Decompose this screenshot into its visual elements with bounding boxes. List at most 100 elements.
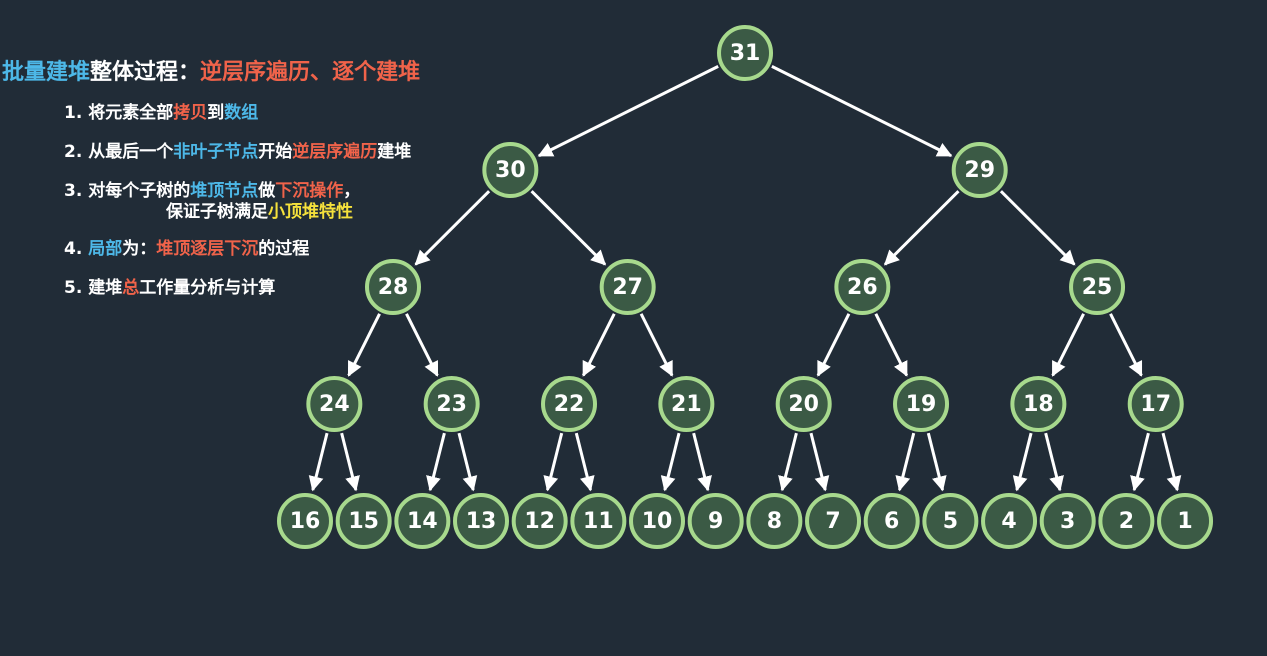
tree-node-circle xyxy=(658,376,715,432)
edge-31-to-30 xyxy=(537,65,719,158)
edge-29-to-26 xyxy=(883,190,960,266)
step-3-text-4: 下沉操作 xyxy=(275,181,344,201)
edge-20-to-8 xyxy=(778,432,798,492)
tree-node-circle xyxy=(687,493,744,549)
tree-node-circle xyxy=(1069,259,1126,315)
tree-node-circle xyxy=(423,376,480,432)
step-2-text-5: 建堆 xyxy=(377,142,412,162)
edge-19-to-5 xyxy=(926,432,947,492)
tree-node-circle xyxy=(335,493,392,549)
tree-node-19: 19 xyxy=(893,376,950,432)
tree-node-12: 12 xyxy=(511,493,568,549)
step-5-text-2: 总 xyxy=(122,278,140,298)
tree-node-circle xyxy=(277,493,333,549)
step-1: 1. 将元素全部拷贝到数组 xyxy=(64,98,258,123)
heading-part5: 逐个建堆 xyxy=(332,60,421,85)
tree-node-30: 30 xyxy=(482,142,539,198)
tree-node-label: 3 xyxy=(1060,509,1075,534)
tree-node-label: 13 xyxy=(466,509,497,534)
edge-19-to-6 xyxy=(895,432,916,492)
step-3-text-5: ， xyxy=(343,181,361,201)
tree-node-label: 9 xyxy=(708,509,723,534)
heading: 批量建堆整体过程：逆层序遍历、逐个建堆 xyxy=(2,54,420,86)
step-3-text-2: 堆顶节点 xyxy=(190,181,259,201)
tree-node-label: 12 xyxy=(524,509,555,534)
step-3-continued: 保证子树满足小顶堆特性 xyxy=(166,197,353,222)
step-5-text-1: 5. 建堆 xyxy=(64,278,123,298)
edge-21-to-10 xyxy=(660,432,681,492)
tree-node-label: 5 xyxy=(943,509,958,534)
tree-node-circle xyxy=(805,493,862,549)
edge-17-to-2 xyxy=(1130,432,1150,492)
edge-29-to-25 xyxy=(999,190,1076,266)
step-4-text-5: 的过程 xyxy=(258,239,310,259)
heading-part3: 逆层序遍历 xyxy=(200,60,311,85)
edge-27-to-21 xyxy=(639,313,674,377)
tree-node-label: 24 xyxy=(319,392,350,417)
tree-node-circle xyxy=(1157,493,1214,549)
tree-node-label: 26 xyxy=(847,275,878,300)
step-2-text-3: 开始 xyxy=(258,142,293,162)
tree-node-28: 28 xyxy=(365,259,422,315)
edge-20-to-7 xyxy=(809,432,830,492)
tree-node-1: 1 xyxy=(1157,493,1214,549)
edge-28-to-24 xyxy=(347,313,381,377)
tree-node-31: 31 xyxy=(717,25,774,81)
step-3-text-1: 3. 对每个子树的 xyxy=(64,181,191,201)
edge-28-to-23 xyxy=(405,313,439,377)
tree-node-26: 26 xyxy=(834,259,891,315)
step-2-text-2: 非叶子节点 xyxy=(173,142,259,162)
tree-node-14: 14 xyxy=(394,493,451,549)
tree-node-circle xyxy=(599,259,656,315)
tree-node-6: 6 xyxy=(863,493,920,549)
tree-node-3: 3 xyxy=(1039,493,1096,549)
heading-part4: 、 xyxy=(310,60,333,85)
edge-31-to-29 xyxy=(771,65,953,158)
step-1-text-2: 拷贝 xyxy=(173,103,208,123)
tree-node-16: 16 xyxy=(277,493,333,549)
tree-node-label: 15 xyxy=(348,509,379,534)
edge-24-to-15 xyxy=(340,432,360,492)
tree-node-circle xyxy=(717,25,774,81)
step-5-text-3: 工作量分析与计算 xyxy=(139,278,276,298)
tree-node-circle xyxy=(511,493,568,549)
tree-node-circle xyxy=(306,376,363,432)
tree-node-label: 10 xyxy=(642,509,673,534)
tree-node-circle xyxy=(365,259,422,315)
edge-25-to-18 xyxy=(1051,313,1085,377)
edge-18-to-3 xyxy=(1044,432,1064,492)
step-4: 4. 局部为：堆顶逐层下沉的过程 xyxy=(64,234,309,259)
tree-node-label: 27 xyxy=(612,275,643,300)
tree-node-label: 11 xyxy=(583,509,614,534)
tree-node-circle xyxy=(1098,493,1155,549)
step-2: 2. 从最后一个非叶子节点开始逆层序遍历建堆 xyxy=(64,137,411,162)
tree-node-circle xyxy=(981,493,1038,549)
edge-23-to-14 xyxy=(426,432,446,492)
step-4-text-3: 为： xyxy=(122,239,157,259)
tree-node-label: 22 xyxy=(554,392,585,417)
edge-30-to-28 xyxy=(414,190,491,266)
step-3b-text-1: 保证子树满足 xyxy=(166,202,268,222)
tree-node-label: 16 xyxy=(290,509,321,534)
edge-23-to-13 xyxy=(457,432,478,492)
tree-node-4: 4 xyxy=(981,493,1038,549)
tree-node-label: 19 xyxy=(906,392,937,417)
edge-30-to-27 xyxy=(530,190,607,266)
tree-node-18: 18 xyxy=(1010,376,1067,432)
tree-node-9: 9 xyxy=(687,493,744,549)
tree-node-circle xyxy=(834,259,891,315)
step-1-text-3: 到 xyxy=(207,103,225,123)
tree-node-2: 2 xyxy=(1098,493,1155,549)
tree-node-23: 23 xyxy=(423,376,480,432)
tree-node-label: 1 xyxy=(1177,509,1192,534)
tree-node-circle xyxy=(482,142,539,198)
edge-26-to-19 xyxy=(874,313,909,377)
step-4-text-2: 局部 xyxy=(88,239,123,259)
tree-node-8: 8 xyxy=(746,493,803,549)
edge-22-to-11 xyxy=(574,432,595,492)
tree-node-circle xyxy=(541,376,598,432)
step-3-text-3: 做 xyxy=(258,181,276,201)
tree-node-circle xyxy=(394,493,451,549)
